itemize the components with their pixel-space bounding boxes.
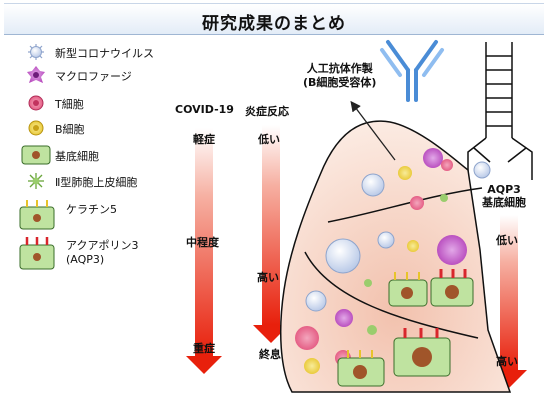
antibody-label: 人工抗体作製 (B細胞受容体)	[303, 62, 377, 89]
legend-label-virus: 新型コロナウイルス	[55, 47, 154, 60]
aqp3-cell-icon	[19, 237, 55, 270]
trachea	[467, 42, 533, 180]
aqp3-header: AQP3 基底細胞	[482, 183, 526, 209]
virus-icon	[28, 44, 44, 60]
keratin5-cell-icon	[19, 200, 55, 230]
aqp3-low-label: 低い	[496, 234, 518, 247]
legend-label-aqp3: アクアポリン3 (AQP3)	[66, 239, 139, 266]
legend-label-keratin5: ケラチン5	[66, 203, 117, 216]
page-title: 研究成果のまとめ	[202, 14, 346, 34]
legend-label-basal-cell: 基底細胞	[55, 150, 99, 163]
covid-severity-arrow	[186, 128, 222, 374]
inflammation-header: 炎症反応	[245, 105, 289, 118]
b-cell-icon	[28, 120, 44, 136]
aqp3-high-label: 高い	[496, 355, 518, 368]
legend-label-type2-alveolar: Ⅱ型肺胞上皮細胞	[55, 176, 138, 189]
inflammation-resolution-label: 終息	[259, 348, 281, 361]
macrophage-icon	[27, 66, 45, 83]
antibody-icon	[380, 40, 444, 102]
covid-header: COVID-19	[175, 103, 234, 116]
antibody-arrow	[350, 100, 396, 161]
covid-severe-label: 重症	[193, 342, 215, 355]
lung-cells	[295, 148, 491, 387]
legend-label-macrophage: マクロファージ	[55, 70, 132, 83]
inflammation-low-label: 低い	[258, 133, 280, 146]
basal-cell-icon	[21, 145, 51, 165]
legend-label-b-cell: B細胞	[55, 123, 85, 136]
covid-moderate-label: 中程度	[186, 236, 219, 249]
title-banner: 研究成果のまとめ	[4, 3, 544, 35]
covid-mild-label: 軽症	[193, 133, 215, 146]
legend-label-t-cell: T細胞	[55, 98, 84, 111]
inflammation-high-label: 高い	[257, 271, 279, 284]
t-cell-icon	[28, 95, 44, 111]
type2-alveolar-cell-icon	[28, 173, 44, 189]
